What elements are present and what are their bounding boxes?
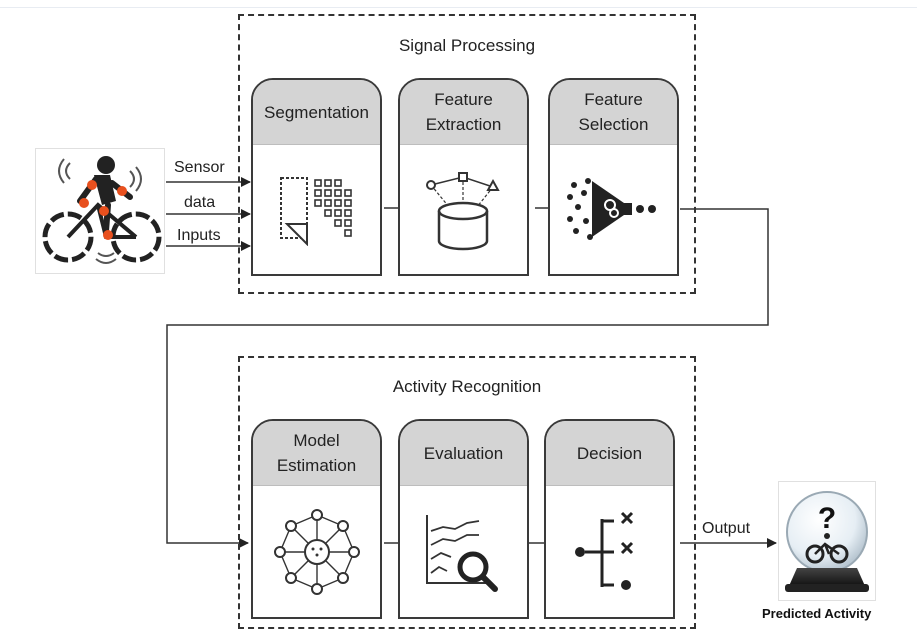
segmentation-label: Segmentation bbox=[253, 80, 380, 145]
database-nodes-icon bbox=[425, 172, 500, 251]
model-estimation-block: Model Estimation bbox=[251, 419, 382, 619]
crystal-ball-bike-icon: ? bbox=[778, 481, 876, 601]
cyclist-sensor-icon bbox=[35, 148, 165, 274]
pipeline-loop-connector bbox=[166, 208, 769, 548]
feature-extraction-block: Feature Extraction bbox=[398, 78, 529, 276]
decision-label: Decision bbox=[546, 421, 673, 486]
top-divider bbox=[0, 7, 917, 8]
neural-network-icon bbox=[273, 509, 360, 595]
evaluation-label: Evaluation bbox=[400, 421, 527, 486]
funnel-icon bbox=[566, 178, 656, 240]
input-label-inputs: Inputs bbox=[177, 227, 221, 244]
output-label: Output bbox=[702, 520, 751, 537]
segmentation-icon bbox=[279, 177, 352, 246]
signal-processing-title: Signal Processing bbox=[398, 36, 536, 55]
feature-extraction-label: Feature Extraction bbox=[400, 80, 527, 145]
decision-tree-icon bbox=[574, 511, 633, 590]
evaluation-block: Evaluation bbox=[398, 419, 529, 619]
input-label-data: data bbox=[184, 194, 216, 211]
signal-processing-group: Signal Processing bbox=[238, 14, 696, 294]
input-label-sensor: Sensor bbox=[174, 159, 225, 176]
feature-selection-label: Feature Selection bbox=[550, 80, 677, 145]
decision-block: Decision bbox=[544, 419, 675, 619]
segmentation-block: Segmentation bbox=[251, 78, 382, 276]
activity-recognition-group: Activity Recognition bbox=[238, 356, 696, 629]
predicted-activity-label: Predicted Activity bbox=[762, 606, 872, 621]
model-estimation-label: Model Estimation bbox=[253, 421, 380, 486]
svg-text:?: ? bbox=[818, 502, 836, 535]
activity-recognition-title: Activity Recognition bbox=[392, 377, 542, 396]
feature-selection-block: Feature Selection bbox=[548, 78, 679, 276]
chart-magnifier-icon bbox=[425, 515, 498, 592]
